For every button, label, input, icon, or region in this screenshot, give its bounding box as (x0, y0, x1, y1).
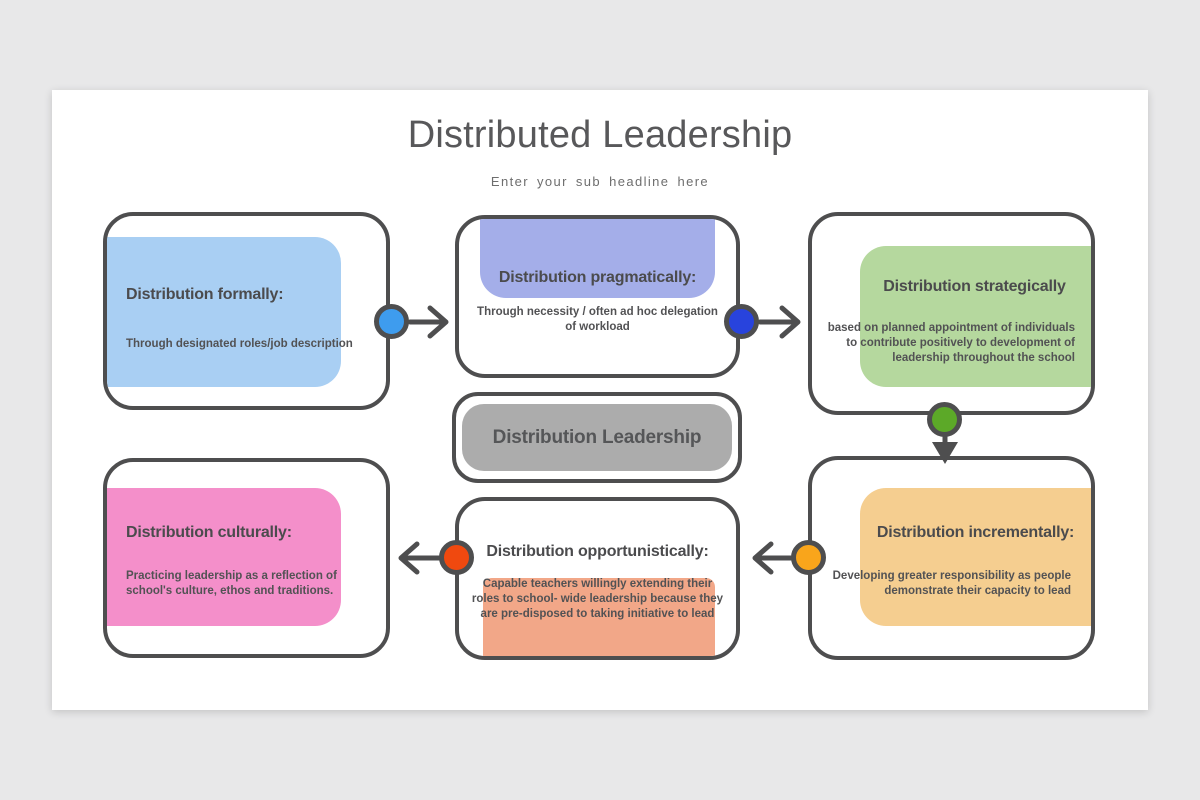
arrow-left-icon (398, 541, 442, 575)
box-accent-fill (860, 246, 1091, 387)
box-distribution-formally: Distribution formally: Through designate… (103, 212, 390, 410)
body-line: demonstrate their capacity to lead (884, 585, 1071, 597)
box-accent-fill (860, 488, 1091, 626)
box-body: Developing greater responsibility as peo… (833, 569, 1071, 599)
body-line: Through necessity / often ad hoc delegat… (477, 306, 718, 318)
box-distribution-opportunistically: Distribution opportunistically: Capable … (455, 497, 740, 660)
box-accent-fill (462, 404, 732, 471)
box-heading: Distribution pragmatically: (498, 269, 697, 286)
body-line: are pre-disposed to taking initiative to… (480, 608, 715, 620)
box-accent-fill (483, 578, 715, 656)
page-title: Distributed Leadership (407, 114, 793, 156)
box-heading: Distribution formally: (126, 286, 284, 303)
body-line: Capable teachers willingly extending the… (482, 578, 713, 590)
box-accent-fill (107, 488, 341, 626)
connector-dot-orange-red (439, 540, 474, 575)
box-heading: Distribution strategically (883, 278, 1066, 295)
connector-dot-amber (791, 540, 826, 575)
box-distribution-incrementally: Distribution incrementally: Developing g… (808, 456, 1095, 660)
body-line: Through designated roles/job description (126, 338, 353, 350)
body-line: to contribute positively to development … (846, 337, 1075, 349)
box-heading: Distribution opportunistically: (486, 543, 709, 560)
box-body: based on planned appointment of individu… (828, 321, 1075, 366)
box-body: Capable teachers willingly extending the… (459, 577, 736, 622)
box-accent-fill (107, 237, 341, 387)
box-distribution-leadership: Distribution Leadership (452, 392, 742, 483)
arrow-right-icon (407, 305, 449, 339)
body-line: leadership throughout the school (892, 352, 1075, 364)
connector-dot-blue (374, 304, 409, 339)
box-body: Through necessity / often ad hoc delegat… (459, 305, 736, 335)
body-line: Practicing leadership as a reflection of (126, 570, 337, 582)
arrow-right-icon (757, 305, 801, 339)
connector-dot-green (927, 402, 962, 437)
box-body: Practicing leadership as a reflection of… (126, 569, 337, 599)
connector-dot-royal-blue (724, 304, 759, 339)
body-line: roles to school- wide leadership because… (471, 593, 724, 605)
box-distribution-strategically: Distribution strategically based on plan… (808, 212, 1095, 415)
box-heading: Distribution culturally: (126, 524, 292, 541)
box-distribution-pragmatically: Distribution pragmatically: Through nece… (455, 215, 740, 378)
body-line: based on planned appointment of individu… (827, 322, 1075, 334)
box-body: Through designated roles/job description (126, 337, 353, 352)
box-heading: Distribution incrementally: (876, 524, 1075, 541)
arrow-left-icon (752, 541, 794, 575)
center-label: Distribution Leadership (492, 426, 702, 448)
body-line: Developing greater responsibility as peo… (832, 570, 1071, 582)
body-line: school's culture, ethos and traditions. (126, 585, 334, 597)
slide: Distributed Leadership Enter your sub he… (52, 90, 1148, 710)
box-distribution-culturally: Distribution culturally: Practicing lead… (103, 458, 390, 658)
body-line: of workload (565, 321, 630, 333)
box-accent-fill (480, 219, 715, 298)
page-subtitle: Enter your sub headline here (490, 174, 710, 189)
